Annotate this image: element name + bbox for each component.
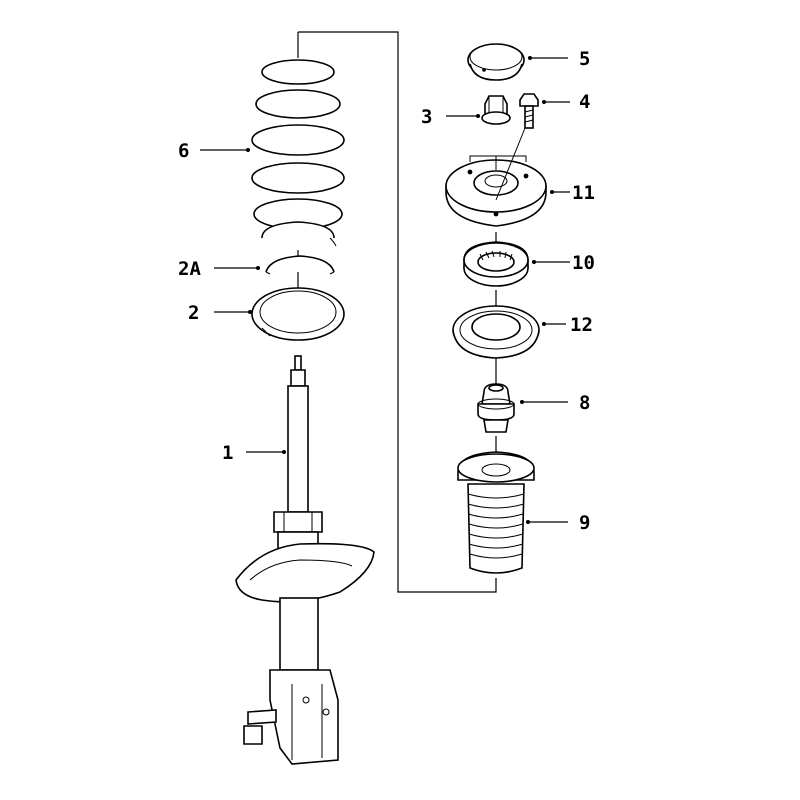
part-3-nut [481, 95, 511, 125]
leader-lines [200, 56, 570, 524]
label-2a: 2A [178, 258, 201, 280]
part-11-top-mount [445, 127, 547, 227]
label-9: 9 [579, 512, 590, 534]
part-9-dust-boot [457, 451, 535, 574]
part-5-dust-cap [467, 43, 525, 81]
label-10: 10 [572, 252, 595, 274]
label-11: 11 [572, 182, 595, 204]
label-2: 2 [188, 302, 199, 324]
label-8: 8 [579, 392, 590, 414]
label-4: 4 [579, 91, 590, 113]
part-2a-insulator [265, 255, 335, 275]
part-12-spring-seat [452, 305, 540, 359]
part-6-coil-spring [251, 59, 345, 247]
label-3: 3 [421, 106, 432, 128]
label-1: 1 [222, 442, 233, 464]
part-4-bolt [519, 93, 539, 129]
label-5: 5 [579, 48, 590, 70]
label-12: 12 [570, 314, 593, 336]
assembly-connector-line [297, 31, 497, 593]
label-6: 6 [178, 140, 189, 162]
part-10-bearing [463, 241, 529, 287]
part-1-strut [235, 355, 375, 765]
part-2-insulator-ring [251, 287, 345, 341]
part-8-bump-stop [477, 383, 515, 433]
